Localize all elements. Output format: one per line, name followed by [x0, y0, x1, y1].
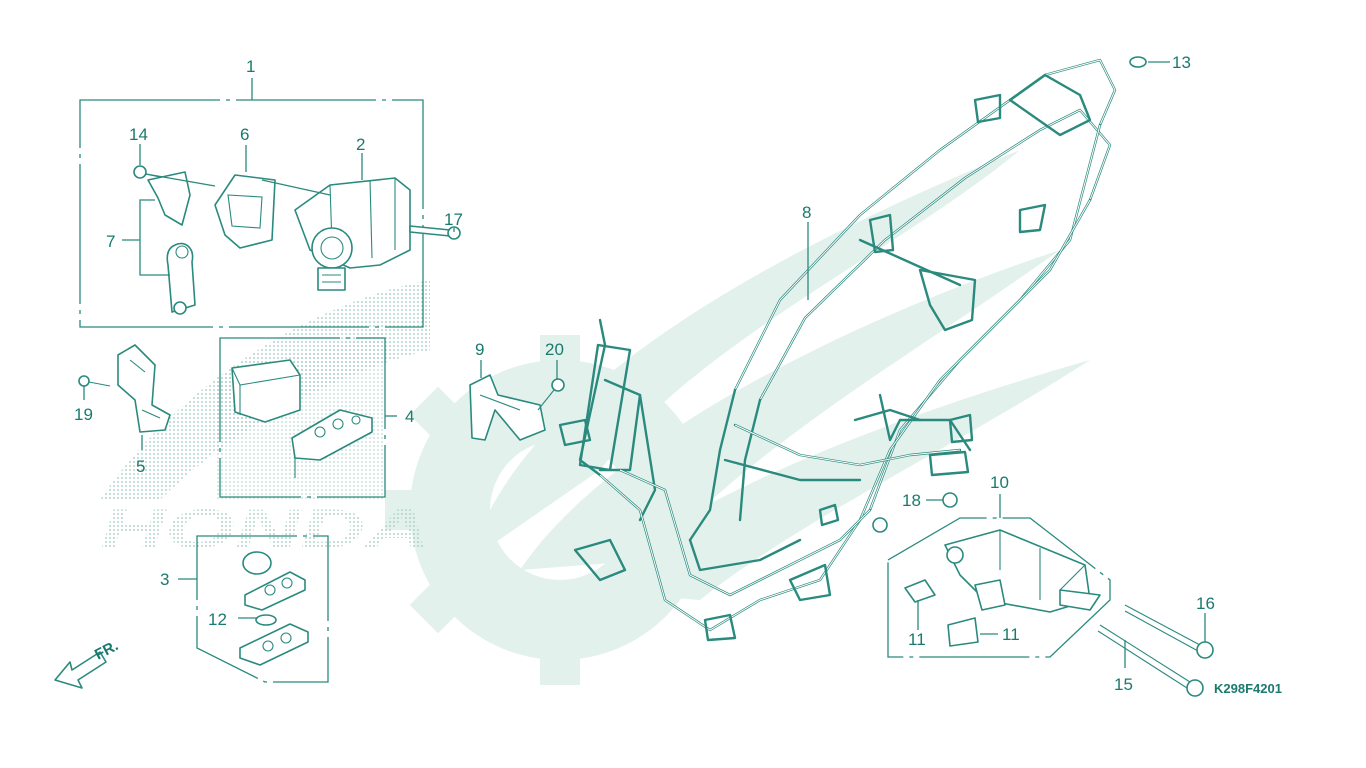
- callout-3: 3: [160, 570, 169, 589]
- callout-6: 6: [240, 125, 249, 144]
- main-stand-10: [904, 492, 1214, 697]
- callout-5: 5: [136, 457, 145, 476]
- callout-4: 4: [405, 407, 414, 426]
- callout-14: 14: [129, 125, 148, 144]
- callout-11b: 11: [1002, 625, 1020, 644]
- group-box-10: [887, 494, 1111, 658]
- key-cover-3: [239, 551, 309, 666]
- callout-10: 10: [990, 473, 1009, 492]
- smart-key-set-4: [231, 359, 373, 478]
- group-box-3: [178, 535, 329, 683]
- nut-13: [1129, 56, 1147, 68]
- drawing-code: K298F4201: [1214, 681, 1282, 696]
- frame-body-8: [558, 58, 1117, 642]
- front-direction-arrow: FR.: [54, 637, 121, 689]
- callout-7: 7: [106, 232, 115, 251]
- honda-watermark-text: HONDA: [100, 497, 430, 560]
- callout-18: 18: [902, 491, 921, 510]
- callout-17: 17: [444, 210, 463, 229]
- callout-9: 9: [475, 340, 484, 359]
- bolt-20: [537, 378, 565, 411]
- callout-11a: 11: [908, 630, 926, 649]
- callout-12: 12: [208, 610, 227, 629]
- callout-1: 1: [246, 57, 255, 76]
- callout-2: 2: [356, 135, 365, 154]
- key-cylinder-assembly: [133, 165, 461, 315]
- leader-lines: [83, 61, 1206, 668]
- group-box-1: [79, 78, 424, 328]
- bracket-5: [78, 344, 171, 433]
- arrow-left-down-icon: [54, 651, 107, 689]
- callout-8: 8: [802, 203, 811, 222]
- callout-19: 19: [74, 405, 93, 424]
- callout-13: 13: [1172, 53, 1191, 72]
- callouts: 1 2 3 4 5 6 7 8 9 10 11 11 12 13 14 15 1…: [74, 53, 1215, 694]
- bracket-9: [469, 374, 546, 441]
- callout-16: 16: [1196, 594, 1215, 613]
- callout-15: 15: [1114, 675, 1133, 694]
- callout-20: 20: [545, 340, 564, 359]
- group-box-4: [219, 337, 397, 498]
